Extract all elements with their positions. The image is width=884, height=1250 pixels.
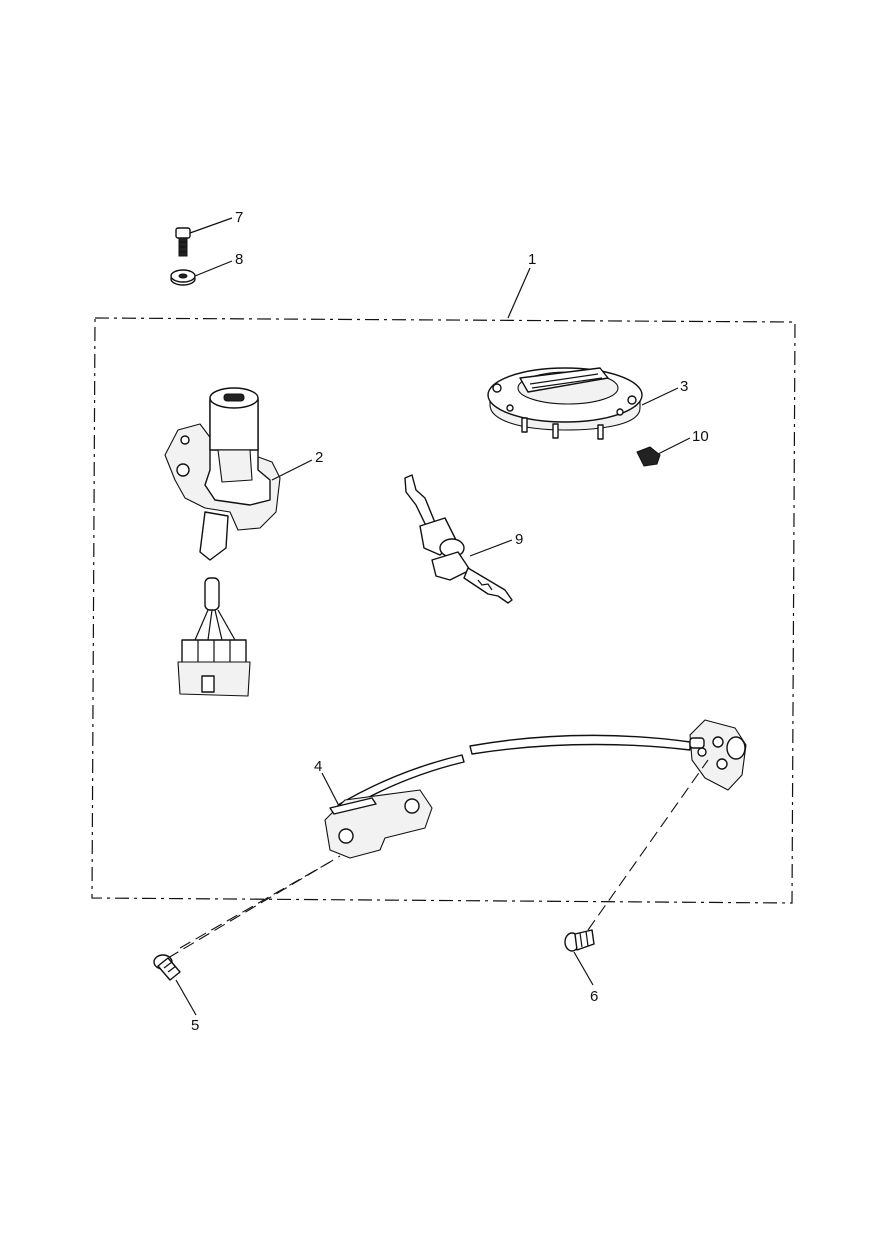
leader-6	[573, 951, 594, 986]
part-6-screw	[564, 929, 595, 952]
leader-3	[641, 387, 679, 406]
callout-9: 9	[515, 531, 523, 548]
callout-3: 3	[680, 378, 688, 395]
part-3-fuel-cap	[487, 367, 643, 440]
leader-10	[657, 437, 691, 455]
alignment-line-5b	[179, 861, 331, 949]
leader-9	[469, 539, 513, 557]
leader-2	[271, 459, 313, 481]
part-9-keys	[404, 474, 513, 604]
part-10-nut	[636, 446, 661, 467]
kit-boundary	[91, 317, 796, 904]
part-4-seat-lock-cable	[324, 719, 747, 859]
callout-4: 4	[314, 758, 322, 775]
alignment-line-6	[587, 759, 709, 931]
part-7-bolt	[175, 227, 191, 257]
leader-7	[189, 217, 233, 234]
callout-5: 5	[191, 1017, 199, 1034]
leader-4	[321, 772, 339, 805]
part-8-washer	[170, 269, 196, 286]
leader-5	[175, 979, 197, 1016]
callout-2: 2	[315, 449, 323, 466]
part-5-screw	[153, 954, 181, 981]
leader-8	[194, 260, 233, 277]
part-2-ignition-switch	[164, 387, 281, 697]
leader-1	[507, 267, 531, 319]
callout-6: 6	[590, 988, 598, 1005]
callout-10: 10	[692, 428, 709, 445]
callout-1: 1	[528, 251, 536, 268]
callout-8: 8	[235, 251, 243, 268]
callout-7: 7	[235, 209, 243, 226]
